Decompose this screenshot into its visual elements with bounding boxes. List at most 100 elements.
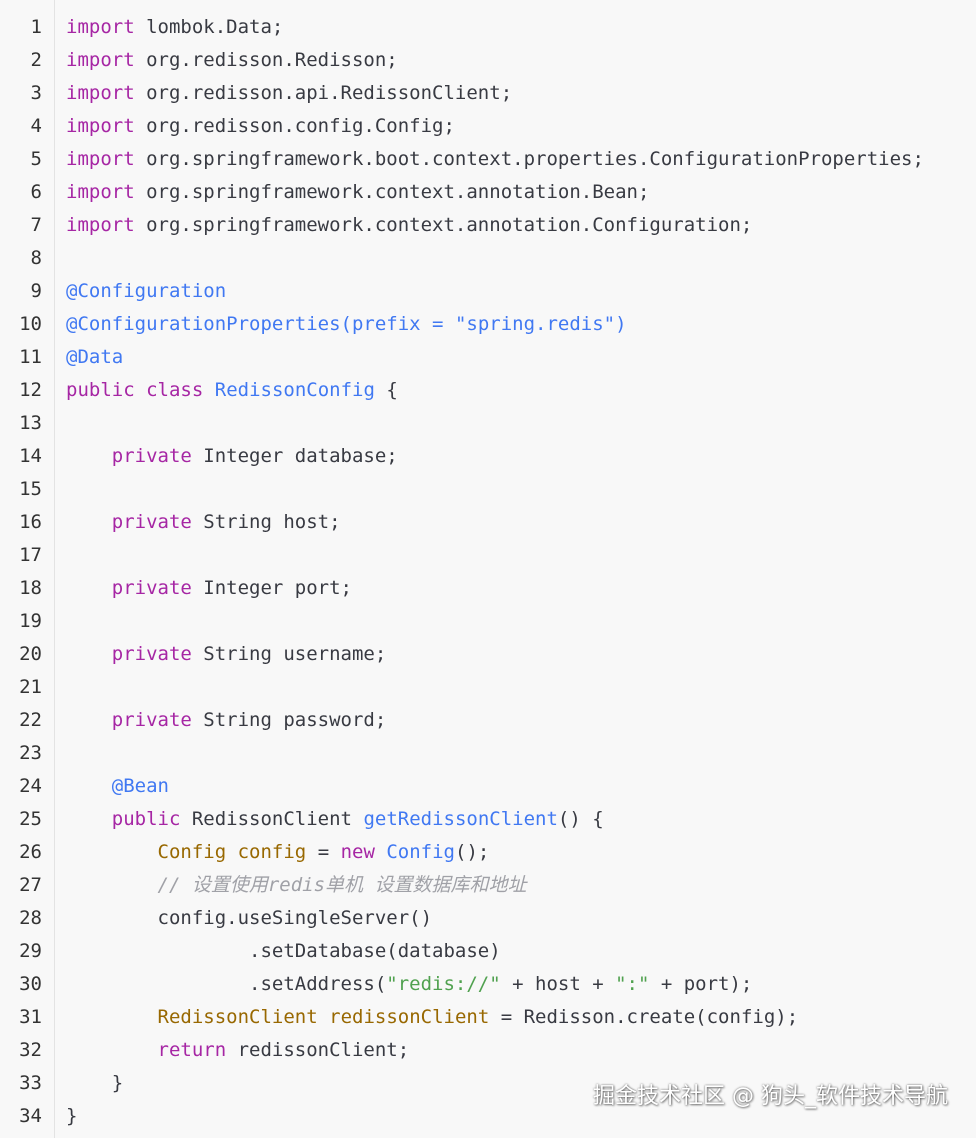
code-token: org.redisson.api.RedissonClient; — [134, 82, 513, 104]
line-number: 10 — [19, 313, 42, 335]
line-number: 20 — [19, 643, 42, 665]
line-code: import org.redisson.Redisson; — [66, 44, 398, 77]
line-code: import org.redisson.config.Config; — [66, 110, 455, 143]
watermark: 掘金技术社区 @ 狗头_软件技术导航 — [593, 1084, 948, 1109]
code-token: config — [237, 841, 307, 863]
code-line: 30 .setAddress("redis://" + host + ":" +… — [0, 968, 976, 1001]
line-number: 6 — [30, 181, 42, 203]
line-code: } — [66, 1067, 123, 1100]
line-code: Config config = new Config(); — [66, 836, 490, 869]
line-code: import org.springframework.context.annot… — [66, 176, 649, 209]
code-token: public — [111, 808, 181, 830]
code-token: redissonClient — [329, 1006, 490, 1028]
code-token: getRedissonClient — [363, 808, 558, 830]
line-code: import org.springframework.context.annot… — [66, 209, 752, 242]
code-line: 3 import org.redisson.api.RedissonClient; — [0, 77, 976, 110]
code-line: 31 RedissonClient redissonClient = Redis… — [0, 1001, 976, 1034]
code-token: + port); — [649, 973, 753, 995]
code-token — [135, 379, 146, 401]
line-number: 7 — [30, 214, 42, 236]
line-code: // 设置使用redis单机 设置数据库和地址 — [66, 869, 527, 902]
line-number: 17 — [19, 544, 42, 566]
code-token: @Configuration — [66, 280, 227, 302]
code-line: 19 — [0, 605, 976, 638]
code-line: 24 @Bean — [0, 770, 976, 803]
code-line: 18 private Integer port; — [0, 572, 976, 605]
code-token — [66, 874, 158, 896]
code-token: "spring.redis" — [454, 313, 616, 335]
line-number: 21 — [19, 676, 42, 698]
code-token — [66, 511, 112, 533]
line-number: 2 — [30, 49, 42, 71]
code-token: config.useSingleServer() — [66, 907, 433, 929]
code-line: 13 — [0, 407, 976, 440]
code-token — [66, 643, 112, 665]
code-token — [66, 775, 112, 797]
code-line: 15 — [0, 473, 976, 506]
code-token: org.redisson.config.Config; — [134, 115, 455, 137]
code-token: .setAddress( — [66, 973, 387, 995]
code-line: 28 config.useSingleServer() — [0, 902, 976, 935]
code-line: 29 .setDatabase(database) — [0, 935, 976, 968]
line-code: } — [66, 1100, 77, 1133]
code-token: (); — [455, 841, 490, 863]
code-token: org.springframework.boot.context.propert… — [134, 148, 924, 170]
code-token: import — [66, 115, 135, 137]
line-number: 13 — [19, 412, 42, 434]
code-token: redissonClient; — [226, 1039, 410, 1061]
code-token: = Redisson.create(config); — [489, 1006, 799, 1028]
line-code: private String username; — [66, 638, 387, 671]
code-token: RedissonConfig — [214, 379, 375, 401]
line-code: import lombok.Data; — [66, 11, 283, 44]
line-code: .setDatabase(database) — [66, 935, 501, 968]
code-line: 34} — [0, 1100, 976, 1133]
line-number: 23 — [19, 742, 42, 764]
line-code: import org.springframework.boot.context.… — [66, 143, 924, 176]
line-number: 22 — [19, 709, 42, 731]
code-token: () { — [557, 808, 604, 830]
code-token: org.springframework.context.annotation.B… — [134, 181, 650, 203]
line-number: 1 — [30, 16, 42, 38]
line-number: 19 — [19, 610, 42, 632]
line-number: 31 — [19, 1006, 42, 1028]
line-number: 25 — [19, 808, 42, 830]
line-number: 18 — [19, 577, 42, 599]
line-number: 3 — [30, 82, 42, 104]
code-token: new — [340, 841, 375, 863]
line-code: RedissonClient redissonClient = Redisson… — [66, 1001, 799, 1034]
code-token: String host; — [191, 511, 341, 533]
code-token: String username; — [191, 643, 387, 665]
line-number: 16 — [19, 511, 42, 533]
code-token: org.springframework.context.annotation.C… — [134, 214, 753, 236]
line-code: private Integer port; — [66, 572, 352, 605]
gutter-divider — [54, 0, 55, 1138]
line-number: 24 — [19, 775, 42, 797]
code-line: 32 return redissonClient; — [0, 1034, 976, 1067]
code-token: @Bean — [111, 775, 169, 797]
line-code: import org.redisson.api.RedissonClient; — [66, 77, 512, 110]
line-code: public class RedissonConfig { — [66, 374, 398, 407]
line-code: @Data — [66, 341, 123, 374]
code-line: 8 — [0, 242, 976, 275]
code-token — [203, 379, 214, 401]
code-token: import — [66, 16, 135, 38]
line-number: 9 — [30, 280, 42, 302]
code-line: 25 public RedissonClient getRedissonClie… — [0, 803, 976, 836]
code-token — [226, 841, 237, 863]
code-line: 21 — [0, 671, 976, 704]
code-token: Config — [386, 841, 455, 863]
code-token — [318, 1006, 329, 1028]
code-token — [66, 577, 112, 599]
code-token: Config — [157, 841, 227, 863]
line-code: private String host; — [66, 506, 341, 539]
line-number: 34 — [19, 1105, 42, 1127]
code-token: "redis://" — [386, 973, 501, 995]
code-token: import — [66, 214, 135, 236]
code-token — [66, 709, 112, 731]
code-token — [66, 808, 112, 830]
line-code: @ConfigurationProperties(prefix = "sprin… — [66, 308, 627, 341]
